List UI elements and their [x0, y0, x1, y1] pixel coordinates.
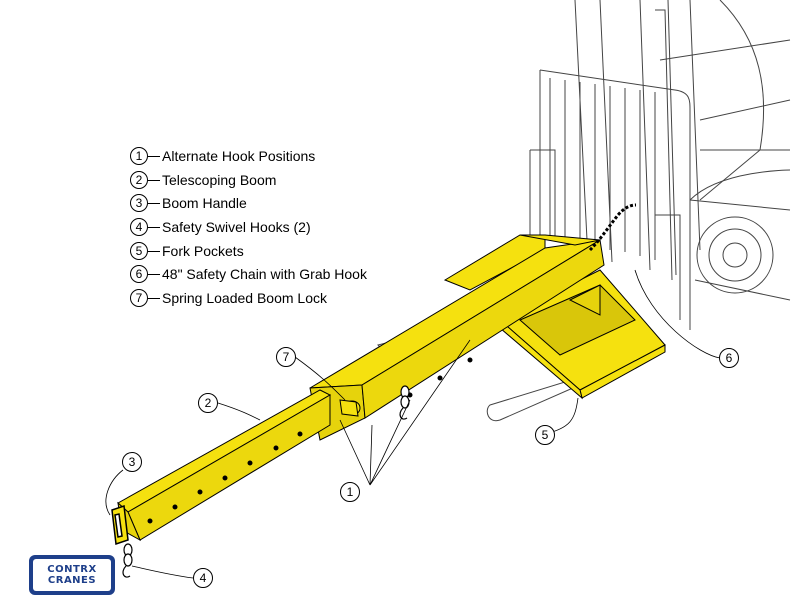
logo-line-2: CRANES [47, 575, 97, 586]
forklift-mast [574, 0, 791, 281]
legend-number: 5 [130, 242, 148, 260]
legend-item-7: 7 Spring Loaded Boom Lock [130, 288, 327, 308]
logo-line-1: CONTRX [47, 564, 97, 575]
legend-label: Safety Swivel Hooks (2) [162, 219, 311, 235]
callout-boom-handle: 3 [122, 452, 142, 472]
boom-lock [339, 399, 361, 417]
legend-dash [148, 250, 160, 252]
safety-chain [588, 203, 637, 252]
callout-telescoping-boom: 2 [198, 393, 218, 413]
logo-inner: CONTRX CRANES [33, 559, 111, 591]
legend-dash [148, 179, 160, 181]
callout-safety-chain: 6 [719, 348, 739, 368]
legend-label: Spring Loaded Boom Lock [162, 290, 327, 306]
legend-number: 7 [130, 289, 148, 307]
legend-item-2: 2 Telescoping Boom [130, 170, 276, 190]
legend-item-6: 6 48" Safety Chain with Grab Hook [130, 264, 367, 284]
legend-label: Fork Pockets [162, 243, 244, 259]
callout-boom-lock: 7 [276, 347, 296, 367]
legend-number: 2 [130, 171, 148, 189]
legend-number: 3 [130, 194, 148, 212]
legend-number: 1 [130, 147, 148, 165]
legend-number: 4 [130, 218, 148, 236]
legend-item-4: 4 Safety Swivel Hooks (2) [130, 217, 311, 237]
legend-dash [148, 297, 160, 299]
leader-lines [105, 269, 721, 579]
callout-fork-pockets: 5 [535, 425, 555, 445]
legend-dash [148, 155, 160, 157]
legend-dash [148, 226, 160, 228]
outer-boom [309, 234, 605, 441]
callout-hook-positions: 1 [340, 482, 360, 502]
legend-dash [148, 202, 160, 204]
legend-label: 48" Safety Chain with Grab Hook [162, 266, 367, 282]
load-backrest [529, 69, 691, 330]
legend-item-1: 1 Alternate Hook Positions [130, 146, 315, 166]
boom-handle [111, 504, 129, 546]
legend-number: 6 [130, 265, 148, 283]
legend-label: Alternate Hook Positions [162, 148, 316, 164]
callout-swivel-hooks: 4 [193, 568, 213, 588]
contrx-cranes-logo: CONTRX CRANES [29, 555, 115, 595]
legend-dash [148, 273, 160, 275]
legend-label: Telescoping Boom [162, 172, 277, 188]
legend-item-5: 5 Fork Pockets [130, 241, 244, 261]
inner-boom [117, 357, 473, 542]
legend-label: Boom Handle [162, 195, 247, 211]
forklift-body [689, 169, 791, 301]
legend-item-3: 3 Boom Handle [130, 193, 247, 213]
